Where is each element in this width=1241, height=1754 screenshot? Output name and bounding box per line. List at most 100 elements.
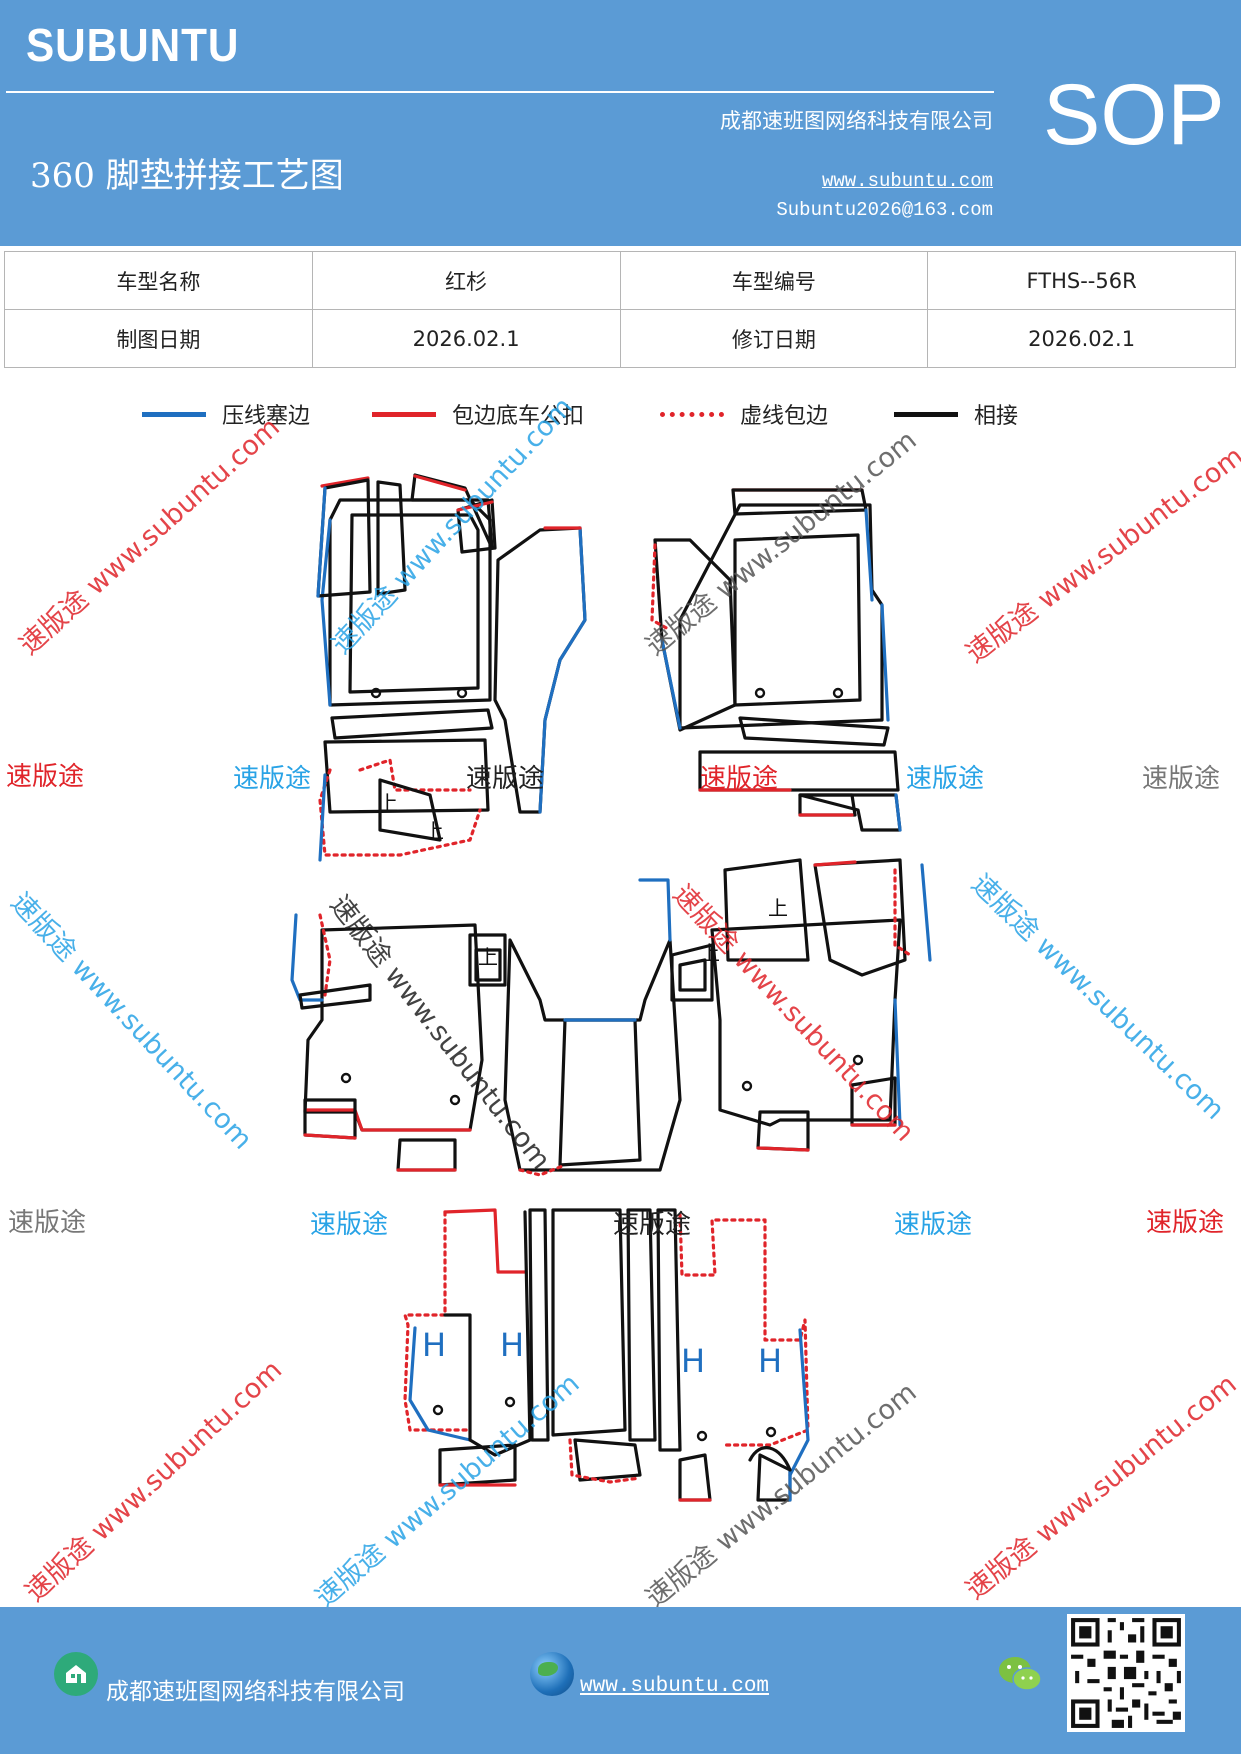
mat-piece: [573, 1438, 642, 1482]
legend-swatch-black: [894, 411, 958, 417]
mat-piece: [798, 793, 902, 832]
mat-edge-blue: [894, 793, 902, 832]
mat-piece: [474, 948, 502, 982]
model-code-label: 车型编号: [619, 251, 929, 310]
mat-hole: [504, 1396, 516, 1408]
mat-hole: [696, 1430, 708, 1442]
up-mark: 上: [700, 941, 720, 965]
mat-third-row: [403, 1208, 810, 1502]
mat-hole: [765, 1426, 777, 1438]
watermark-brand: 速版途: [906, 764, 985, 794]
watermark-brand: 速版途: [6, 762, 85, 792]
legend-label: 包边底车公扣: [452, 404, 585, 429]
mat-edge-blue: [408, 1326, 472, 1442]
mat-inner: [733, 533, 862, 707]
watermark-brand: 速版途: [613, 1210, 692, 1240]
mat-strip: [626, 1208, 657, 1442]
connector-mark: H: [681, 1342, 705, 1380]
mat-edge-blue: [538, 526, 587, 814]
mat-strip: [323, 738, 490, 814]
mat-front-left: [316, 473, 587, 862]
mat-edge-dotted: [568, 1438, 642, 1484]
mat-piece: [748, 1446, 792, 1472]
mat-piece: [723, 858, 810, 962]
header-divider: [6, 91, 994, 93]
wechat-icon[interactable]: [996, 1650, 1044, 1698]
legend-label: 虚线包边: [740, 404, 829, 429]
connector-mark: H: [758, 1342, 782, 1380]
mat-edge-red: [320, 476, 370, 488]
mat-edge-blue: [638, 878, 672, 942]
mat-hole: [432, 1404, 444, 1416]
up-mark: 上: [768, 896, 788, 920]
document-title: 360 脚垫拼接工艺图: [30, 156, 344, 196]
mat-edge-dotted: [318, 768, 482, 857]
mat-piece: [410, 473, 494, 550]
mat-piece: [303, 1098, 357, 1140]
mat-inner: [348, 513, 480, 694]
mat-edge-blue: [320, 518, 332, 707]
mat-edge-blue: [316, 486, 327, 598]
mat-edge-dotted: [318, 913, 332, 997]
qr-code-pattern: [1067, 1614, 1185, 1732]
mat-outline: [678, 503, 884, 730]
mat-edge-red: [456, 500, 494, 512]
mat-edge-red: [303, 1108, 472, 1132]
watermark-brand: 速版途: [233, 764, 312, 794]
connector-mark: H: [500, 1326, 524, 1364]
mat-piece: [756, 1110, 810, 1152]
legend-swatch-red-dotted: [660, 411, 724, 417]
legend-label: 相接: [974, 404, 1019, 429]
connector-mark: H: [422, 1326, 446, 1364]
brand-logo: SUBUNTU: [26, 19, 240, 71]
watermark-brand: 速版途: [700, 764, 779, 794]
mat-piece: [678, 1453, 712, 1502]
mat-hole: [340, 1072, 352, 1084]
watermark-brand: 速版途: [466, 764, 545, 794]
legend-item-joint: 相接: [894, 398, 1018, 430]
mat-edge-dotted: [650, 543, 672, 632]
globe-icon: [530, 1652, 574, 1696]
mat-strip: [551, 1208, 627, 1437]
mat-edge-dotted: [893, 868, 912, 957]
watermark-brand: 速版途: [1142, 764, 1221, 794]
mat-edge-blue: [318, 773, 327, 862]
mat-front-right: [650, 488, 902, 832]
legend-item-press-line: 压线塞边: [142, 398, 310, 430]
house-icon: [54, 1652, 98, 1696]
mat-piece: [396, 1138, 457, 1172]
mat-edge-dotted: [518, 1163, 567, 1177]
mat-hole: [852, 1054, 864, 1066]
up-mark: 上: [378, 791, 398, 815]
footer-website-link[interactable]: www.subuntu.com: [580, 1675, 770, 1698]
revise-date-value: 2026.02.1: [927, 309, 1236, 368]
mat-tunnel-inner: [558, 1018, 642, 1167]
mat-edge-dotted: [678, 1213, 810, 1447]
mat-piece: [678, 958, 707, 992]
model-name-value: 红杉: [311, 251, 621, 310]
mat-edge-dotted: [403, 1210, 472, 1432]
mat-hole: [370, 687, 382, 699]
header-website-link[interactable]: www.subuntu.com: [821, 170, 993, 192]
legend-swatch-red: [372, 411, 436, 417]
legend-item-dotted-edge: 虚线包边: [660, 398, 828, 430]
mat-second-row: [290, 858, 932, 1177]
mat-edge-dotted: [358, 758, 472, 792]
mat-edge-red: [813, 860, 857, 867]
table-row: 车型名称 红杉 车型编号 FTHS--56R: [4, 251, 1236, 310]
watermark-brand: 速版途: [894, 1210, 973, 1240]
qr-code[interactable]: [1067, 1614, 1185, 1732]
table-row: 制图日期 2026.02.1 修订日期 2026.02.1: [4, 309, 1236, 368]
mat-edge-blue: [920, 863, 932, 962]
footer-company-name: 成都速班图网络科技有限公司: [106, 1679, 405, 1705]
mat-strip: [528, 1208, 550, 1442]
watermark-brand: 速版途: [310, 1210, 389, 1240]
mat-piece: [378, 778, 442, 842]
mat-hole: [449, 1094, 461, 1106]
mat-edge-red: [443, 1208, 527, 1274]
mat-edge-blue: [893, 998, 902, 1127]
legend-label: 压线塞边: [222, 404, 311, 429]
watermark-brand: 速版途: [1146, 1208, 1225, 1238]
sop-badge: SOP: [1043, 67, 1225, 163]
